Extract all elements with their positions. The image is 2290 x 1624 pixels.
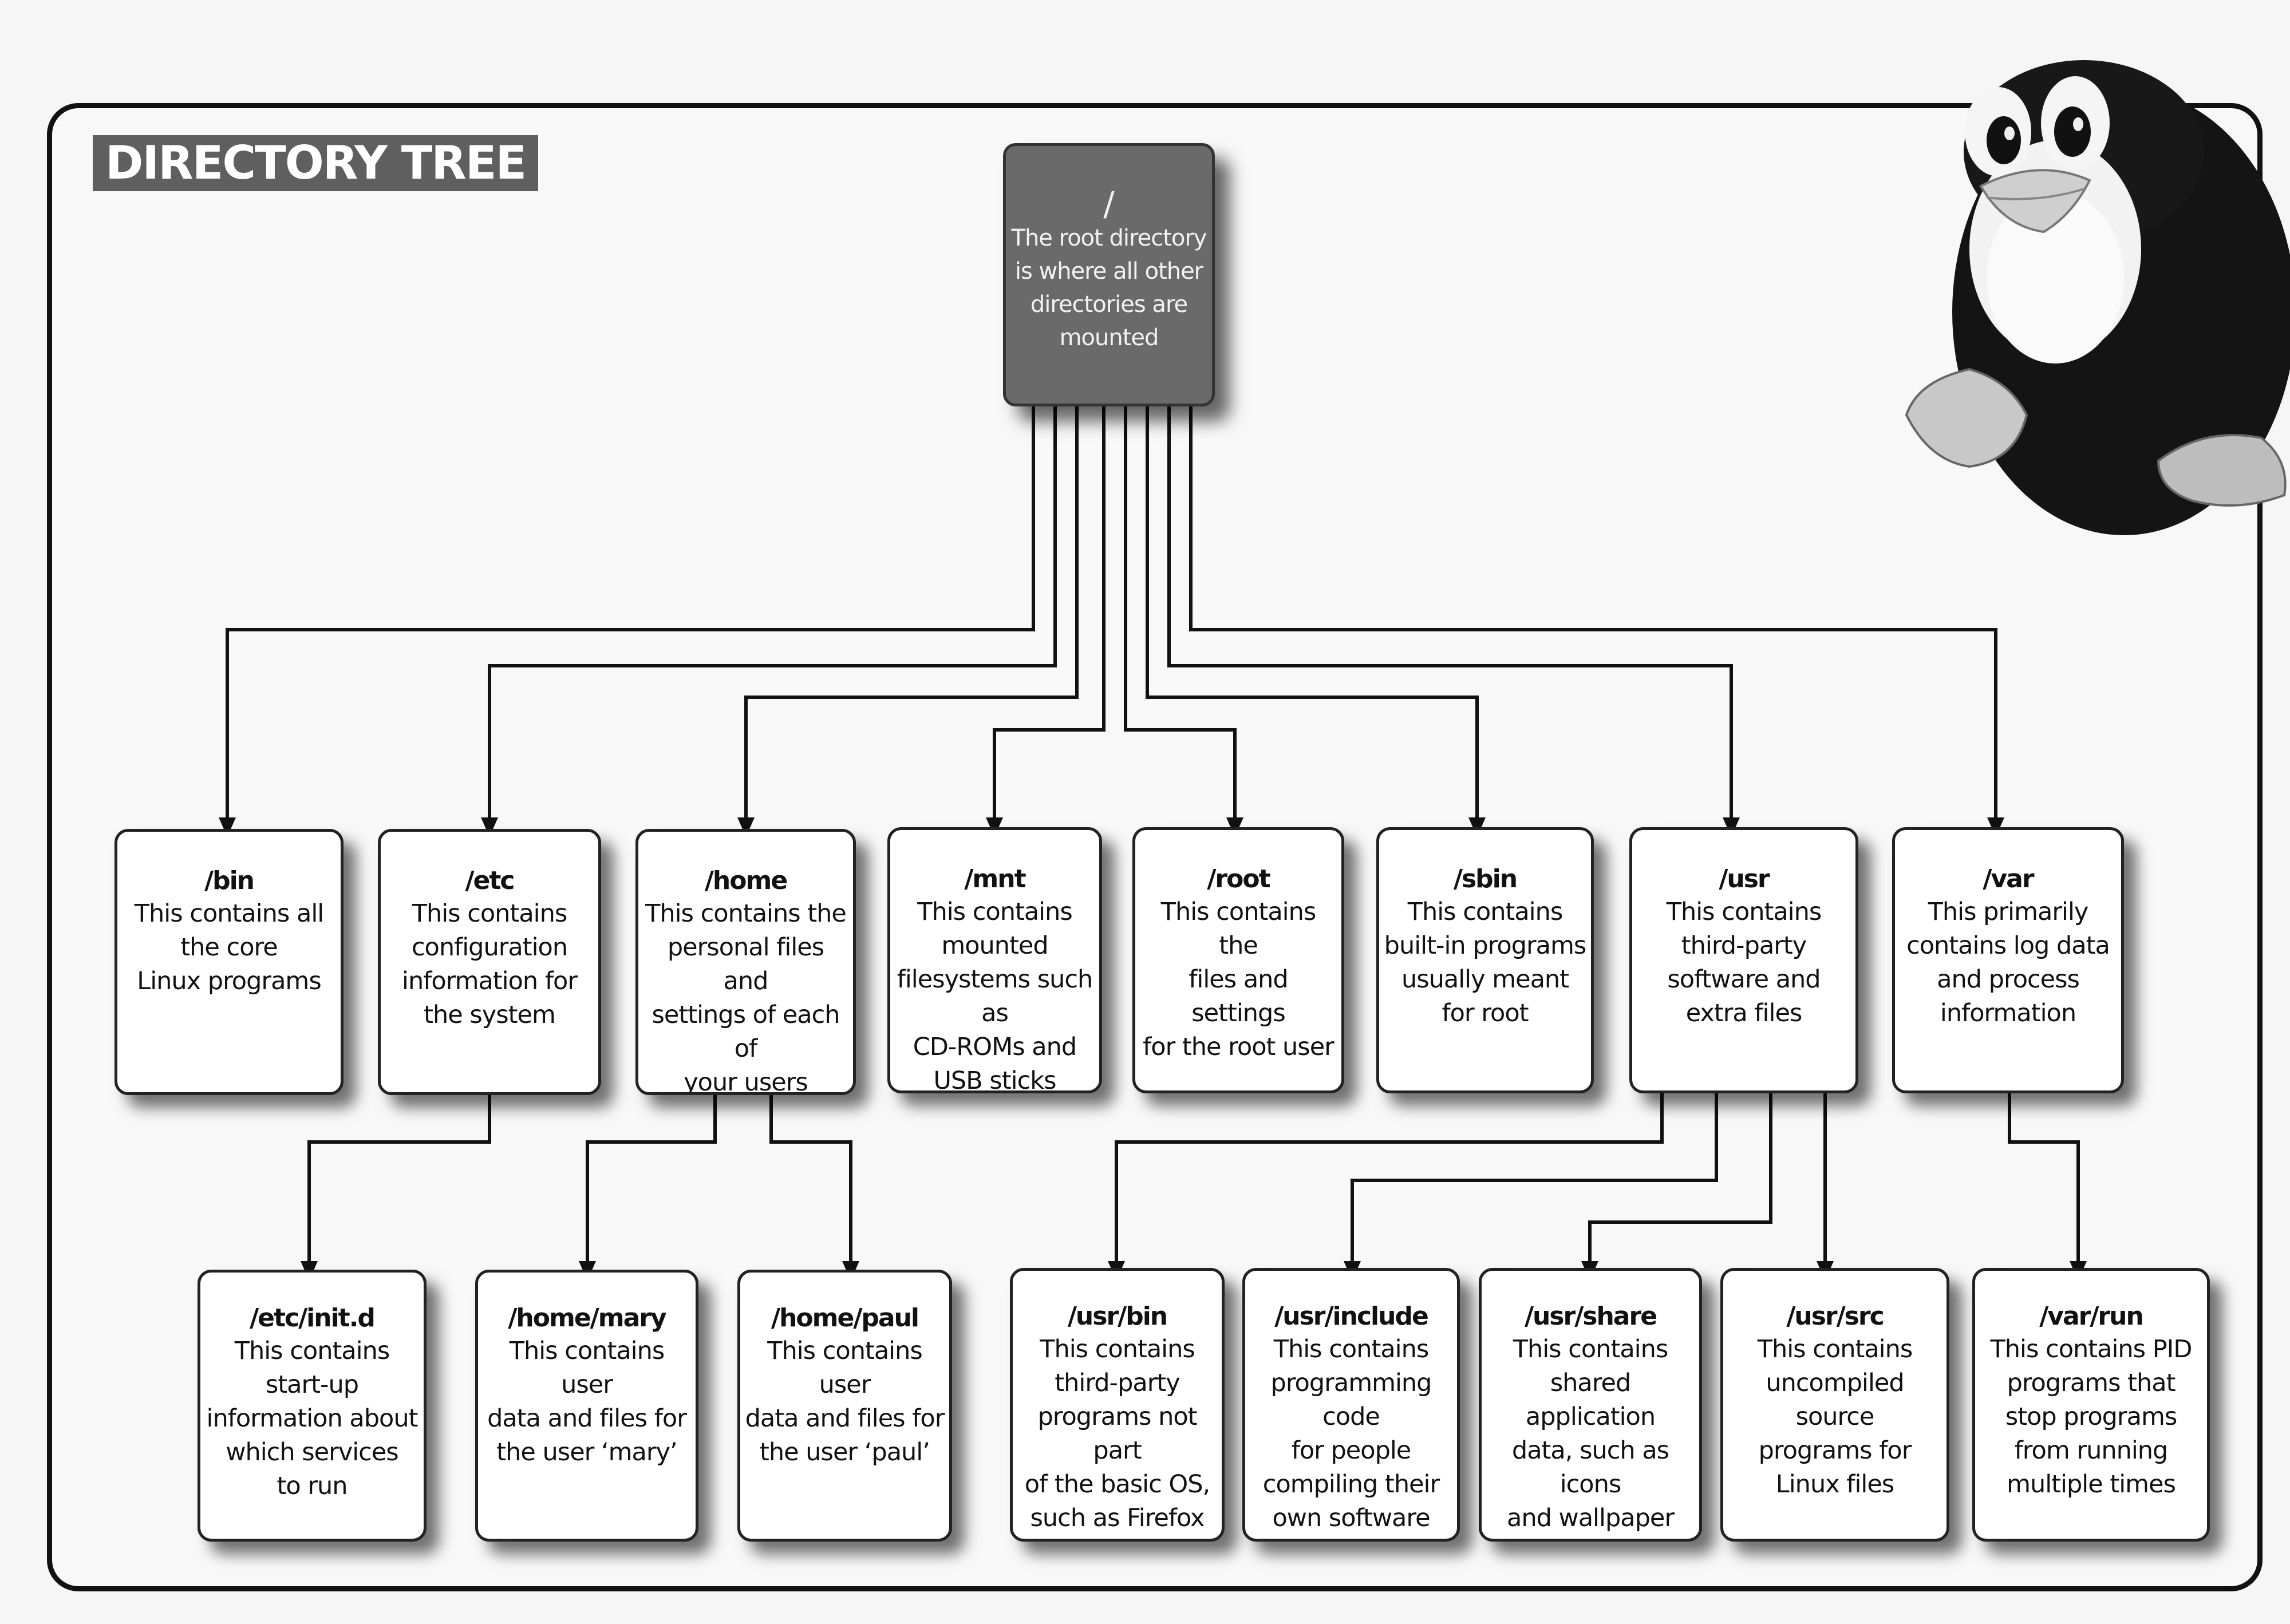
node-name: /var/run <box>2039 1302 2144 1331</box>
node-desc: This contains shared application data, s… <box>1506 1335 1675 1532</box>
node-name: /root <box>1207 864 1270 894</box>
node-desc: This contains PID programs that stop pro… <box>1990 1335 2193 1499</box>
tux-penguin-icon <box>1905 60 2290 535</box>
connector-root-sbin <box>1146 406 1479 824</box>
node-etc: /etc This contains configuration informa… <box>378 829 601 1095</box>
connector-usr-bin <box>1115 1090 1664 1268</box>
node-usr-include: /usr/include This contains programming c… <box>1242 1268 1460 1542</box>
node-name: /usr/src <box>1786 1302 1884 1331</box>
node-name: /usr/include <box>1274 1302 1429 1331</box>
connector-usr-share <box>1588 1090 1772 1268</box>
node-name: /home/paul <box>771 1303 919 1333</box>
node-bin: /bin This contains all the core Linux pr… <box>114 829 344 1095</box>
node-name: /sbin <box>1453 864 1518 894</box>
connector-etc-initd <box>307 1090 491 1268</box>
connector-home-mary <box>586 1090 717 1268</box>
connector-root-var <box>1189 406 1997 824</box>
connector-var-run <box>2008 1090 2080 1268</box>
node-desc: This contains built-in programs usually … <box>1384 898 1587 1028</box>
node-mnt: /mnt This contains mounted filesystems s… <box>887 827 1102 1093</box>
node-name: /mnt <box>964 864 1026 894</box>
node-desc: This contains the personal files and set… <box>645 899 847 1095</box>
node-desc: This contains the files and settings for… <box>1143 898 1334 1061</box>
node-name: /usr/share <box>1524 1302 1657 1331</box>
node-home-mary: /home/mary This contains user data and f… <box>475 1270 698 1542</box>
node-desc: This contains configuration information … <box>402 899 578 1029</box>
node-desc: This contains user data and files for th… <box>745 1337 945 1467</box>
node-desc: This contains all the core Linux program… <box>134 899 324 995</box>
connector-root-bin <box>226 406 1035 824</box>
node-name: /home <box>704 866 788 895</box>
node-root-name: / <box>1103 184 1115 223</box>
node-root-dir: /root This contains the files and settin… <box>1132 827 1344 1093</box>
node-desc: This contains start-up information about… <box>206 1337 418 1500</box>
node-sbin: /sbin This contains built-in programs us… <box>1376 827 1594 1093</box>
node-desc: This contains programming code for peopl… <box>1262 1335 1440 1532</box>
node-name: /etc/init.d <box>250 1303 376 1333</box>
node-usr-bin: /usr/bin This contains third-party progr… <box>1010 1268 1225 1542</box>
node-usr: /usr This contains third-party software … <box>1629 827 1858 1093</box>
diagram-title: DIRECTORY TREE <box>93 135 539 191</box>
node-root: / The root directory is where all other … <box>1003 143 1215 406</box>
node-var: /var This primarily contains log data an… <box>1892 827 2124 1093</box>
node-usr-share: /usr/share This contains shared applicat… <box>1479 1268 1702 1542</box>
connector-root-root <box>1124 406 1237 824</box>
node-home: /home This contains the personal files a… <box>635 829 856 1095</box>
node-desc: This contains user data and files for th… <box>487 1337 687 1467</box>
node-desc: This contains uncompiled source programs… <box>1757 1335 1913 1499</box>
node-desc: This contains third-party software and e… <box>1666 898 1822 1028</box>
node-var-run: /var/run This contains PID programs that… <box>1972 1268 2210 1542</box>
connector-root-mnt <box>993 406 1105 824</box>
node-name: /usr/bin <box>1067 1302 1168 1331</box>
node-name: /var <box>1983 864 2034 894</box>
node-name: /home/mary <box>508 1303 666 1333</box>
node-usr-src: /usr/src This contains uncompiled source… <box>1720 1268 1949 1542</box>
connector-home-paul <box>769 1090 852 1268</box>
node-desc: This primarily contains log data and pro… <box>1906 898 2110 1028</box>
node-desc: This contains mounted filesystems such a… <box>897 898 1093 1093</box>
node-name: /etc <box>465 866 515 895</box>
connector-root-home <box>744 406 1079 824</box>
node-home-paul: /home/paul This contains user data and f… <box>737 1270 952 1542</box>
node-name: /usr <box>1719 864 1770 894</box>
node-desc: This contains third-party programs not p… <box>1024 1335 1210 1532</box>
connector-root-usr <box>1167 406 1733 824</box>
node-etc-initd: /etc/init.d This contains start-up infor… <box>198 1270 427 1542</box>
node-root-desc: The root directory is where all other di… <box>1011 225 1207 351</box>
connector-root-etc <box>488 406 1057 824</box>
node-name: /bin <box>204 866 255 895</box>
connector-usr-include <box>1351 1090 1718 1268</box>
